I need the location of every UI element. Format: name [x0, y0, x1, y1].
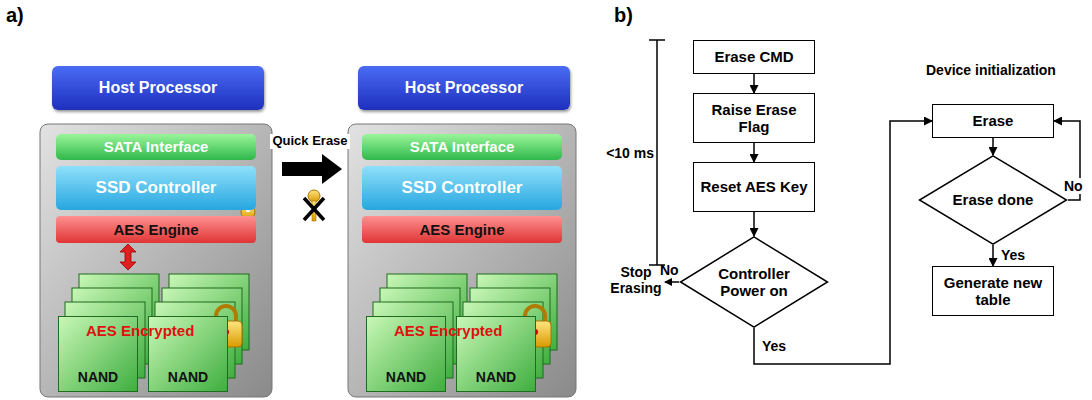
node-text: SSD Controller — [96, 178, 217, 198]
node-text: Host Processor — [405, 79, 523, 97]
ssd-housing — [40, 124, 272, 397]
host-processor: Host Processor — [52, 66, 264, 110]
transition-label: Quick Erase — [270, 134, 349, 149]
interface-band: SATA Interface — [56, 134, 256, 160]
edge-label: No — [1062, 178, 1085, 194]
process-box: Generate new table — [932, 266, 1054, 316]
node-text: Generate new table — [939, 274, 1047, 309]
node-text: NAND — [168, 369, 208, 385]
process-box: Raise Erase Flag — [693, 93, 815, 143]
controller-band: SSD Controller — [362, 166, 562, 210]
flow-connector — [753, 74, 755, 93]
decision-diamond: Erase done — [918, 155, 1068, 245]
stop-arrow — [665, 281, 679, 283]
edge-label: Yes — [760, 338, 788, 354]
process-box: Erase CMD — [693, 40, 815, 74]
node-text: SATA Interface — [410, 138, 515, 155]
node-text: SSD Controller — [402, 178, 523, 198]
end-label: Stop Erasing — [608, 264, 664, 296]
time-label: <10 ms — [606, 145, 654, 161]
node-text: Erase done — [953, 191, 1034, 208]
interface-band: SATA Interface — [362, 134, 562, 160]
node-text: AES Engine — [419, 221, 504, 238]
ssd-housing — [348, 124, 576, 397]
node-text: SATA Interface — [104, 138, 209, 155]
node-text: NAND — [386, 369, 426, 385]
node-text: Controller Power on — [709, 265, 799, 300]
decision-diamond: Controller Power on — [679, 236, 829, 328]
data-path-arrow — [120, 244, 136, 270]
flow-connector — [753, 143, 755, 162]
node-text: Reset AES Key — [701, 178, 808, 195]
panel-label: a) — [6, 4, 24, 27]
flow-connector — [753, 212, 755, 236]
aes-engine: AES Engine — [362, 216, 562, 243]
flow-connector — [992, 138, 994, 155]
controller-band: SSD Controller — [56, 166, 256, 210]
node-text: AES Engine — [113, 221, 198, 238]
group-heading: Device initialization — [926, 62, 1056, 78]
aes-engine: AES Engine — [56, 216, 256, 243]
encryption-label: AES Encrypted — [394, 322, 502, 339]
node-text: Raise Erase Flag — [700, 101, 808, 136]
encryption-label: AES Encrypted — [86, 322, 194, 339]
panel-label: b) — [614, 4, 633, 27]
process-box: Reset AES Key — [693, 162, 815, 212]
node-text: NAND — [78, 369, 118, 385]
node-text: Erase — [973, 112, 1014, 129]
node-text: Erase CMD — [714, 48, 793, 65]
node-text: NAND — [476, 369, 516, 385]
flow-connector — [754, 121, 932, 364]
host-processor: Host Processor — [358, 66, 570, 110]
crossed-key-icon — [304, 190, 324, 221]
flow-connector — [992, 245, 994, 266]
process-box: Erase — [932, 104, 1054, 138]
node-text: Host Processor — [99, 79, 217, 97]
quick-erase-arrow — [282, 154, 342, 184]
branch-label: No — [660, 262, 679, 278]
edge-label: Yes — [999, 247, 1027, 263]
